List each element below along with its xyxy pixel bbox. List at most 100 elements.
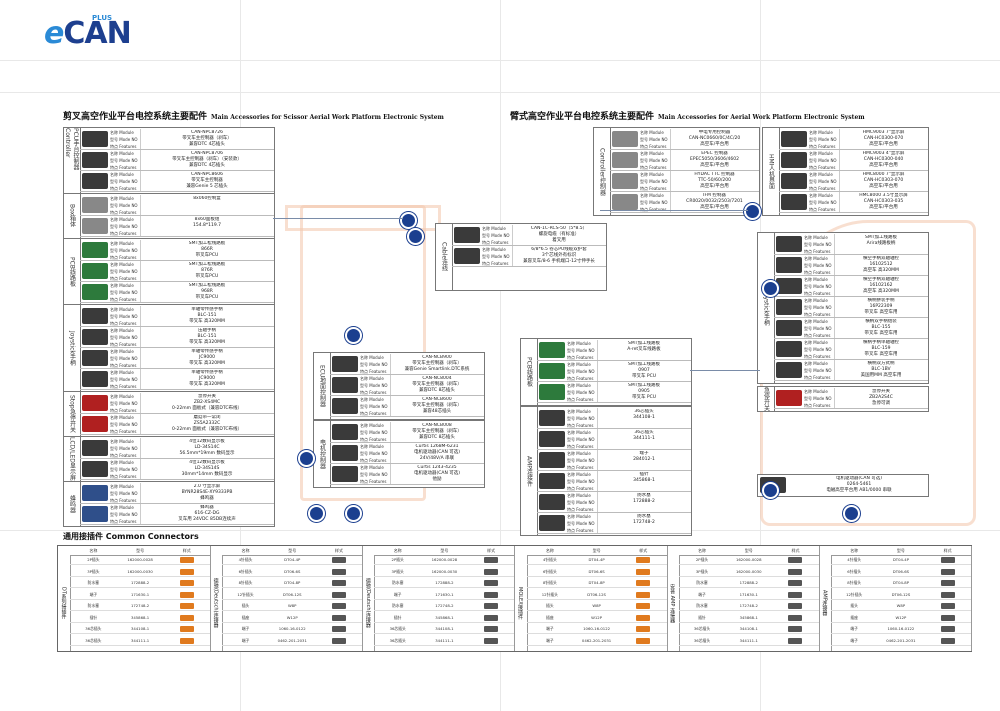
table-cell: 插座	[546, 614, 554, 620]
row-val2: BLC-151	[197, 313, 217, 318]
table-cell: 36芯插头	[389, 637, 406, 643]
row-val3: 他励	[432, 477, 442, 482]
product-thumbnail	[781, 194, 807, 210]
row-val1: 急停开关	[872, 389, 890, 394]
row-val1: 防水塞	[637, 514, 651, 519]
header-cell: 样式	[791, 548, 800, 553]
row-val3: 高空车/平台用	[869, 184, 898, 189]
table-cell: 防水塞	[87, 603, 100, 608]
row-val1: 单轴零传感手柄	[191, 349, 223, 354]
connector-image	[924, 625, 971, 633]
row-val2: 344111-1	[633, 436, 655, 441]
boom-dot-base	[762, 482, 779, 499]
connector-image	[316, 614, 363, 622]
link-line-3	[690, 370, 760, 371]
row-val1: HMC8000 7"显示屏	[862, 172, 905, 177]
row-val1: HMC8000 3.5寸显示屏	[859, 193, 908, 198]
table-cell: 172888-2	[435, 580, 454, 585]
row-val1: Curtis 1243-4235	[417, 465, 457, 470]
link-line-1	[273, 218, 403, 219]
scissor-dot-base-right	[345, 505, 362, 522]
table-cell: W8P	[288, 603, 297, 608]
boom-hmi-label: HMI人机界面	[763, 128, 780, 215]
scissor-dot-base-left	[308, 505, 325, 522]
boom-motor-val2: 0264-5461	[846, 482, 872, 487]
row-val2: CAN-NC0660/0C/4C/20	[688, 136, 741, 141]
connector-header: 名称型号样式	[70, 546, 211, 556]
table-cell: DT04-8P	[588, 580, 605, 585]
row-val1: SMT加工松线路板	[188, 241, 226, 246]
table-cell: 2P插头	[391, 557, 404, 562]
table-cell: 8针插头	[238, 580, 253, 585]
row-val1: 中电专用控制器	[698, 130, 731, 135]
table-cell: 3P插头	[391, 568, 404, 574]
scissor-title-en: Main Accessories for Scissor Aerial Work…	[211, 114, 444, 121]
product-thumbnail	[781, 152, 807, 168]
logo-prefix: e	[44, 16, 64, 51]
table-cell: 345868-1	[739, 614, 758, 620]
connector-image	[316, 579, 363, 587]
table-cell: 2P插头	[695, 557, 709, 562]
table-cell: 端子	[850, 626, 858, 631]
row-val3: 兼容DTC 4芯插头	[189, 163, 225, 168]
table-cell: 344111-1	[130, 637, 150, 643]
row-val2: LD-34S14S	[194, 466, 220, 471]
product-thumbnail	[612, 131, 638, 147]
table-cell: DT04-4P	[284, 557, 301, 562]
connector-category: 安普 AMP 连接器	[667, 555, 680, 651]
product-thumbnail	[612, 194, 638, 210]
row-val1: 蜂鸣器	[200, 505, 214, 510]
row-val1: 急停开关	[198, 394, 216, 399]
table-cell: 端子	[698, 591, 706, 597]
product-thumbnail	[776, 278, 802, 294]
table-cell: 6针插头	[542, 568, 557, 574]
table-cell: 36芯插头	[389, 626, 406, 631]
row-val1: SMT加工松线路板	[188, 283, 226, 288]
row-val1: 单轴零传感手柄	[191, 307, 223, 312]
product-thumbnail	[539, 473, 565, 489]
row-val2: A-ret叉车线路板	[627, 347, 661, 352]
product-thumbnail	[539, 410, 565, 426]
product-thumbnail	[82, 440, 108, 456]
scissor-group-2-label: PCB线路板	[64, 239, 81, 304]
connector-image	[924, 556, 971, 564]
row-val2: 0905	[638, 389, 650, 394]
product-thumbnail	[539, 515, 565, 531]
boom-pcb-label: PCB线路板	[521, 339, 538, 405]
product-thumbnail	[776, 341, 802, 357]
row-val1: IFM 控制器	[703, 193, 726, 198]
table-cell: 插针	[393, 614, 402, 620]
